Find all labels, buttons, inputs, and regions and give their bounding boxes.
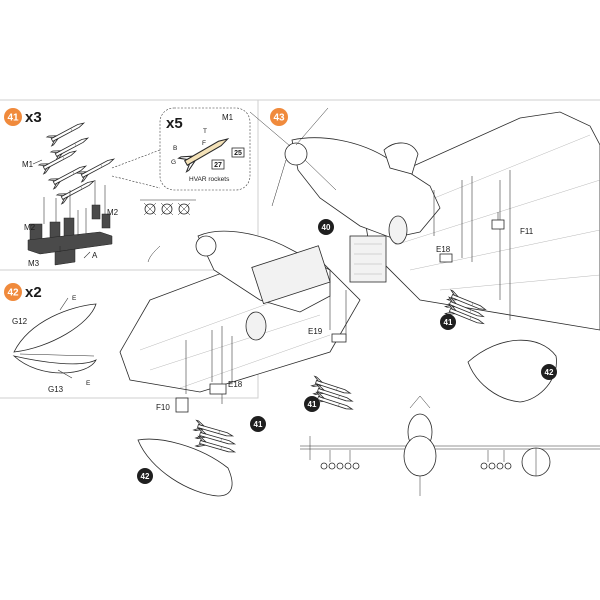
rocket-stack [38,118,117,205]
step42-badge [4,283,22,301]
label-m2-left: M2 [24,223,36,232]
ref-number-41-right: 41 [444,318,453,327]
ref-number-41-lower: 41 [254,420,263,429]
detail-caption: HVAR rockets [189,176,230,183]
pylon-f10 [175,397,189,413]
step43-number: 43 [273,113,285,124]
step42-panel: 42 x2 G12 G13 E E [4,283,97,394]
drop-tank-icon [12,303,97,374]
rocket-rail-icon [27,204,113,266]
detail-callout-link [111,149,161,189]
label-e-bottom: E [86,380,91,387]
label-e19: E19 [308,327,323,336]
label-m2-right: M2 [107,208,119,217]
loose-line [147,245,161,263]
step41-number: 41 [7,113,19,124]
ref-badge-42-right [541,364,557,380]
rocket-front-view [140,199,196,216]
lower-rocket-group [175,383,237,458]
part-box-27 [211,159,225,170]
step41-multiplier: x3 [25,109,42,126]
pylon-f11 [491,219,505,230]
step41-badge [4,108,22,126]
p51-mustang-icon [119,107,600,404]
detail-label-f: F [202,140,206,147]
ref-badge-40 [318,219,334,235]
label-g12: G12 [12,317,28,326]
label-a: A [92,251,98,260]
step43-badge [270,108,288,126]
hvar-rocket-icon [56,176,97,205]
detail-label-g: G [171,159,176,166]
ref-badge-41-left [304,396,320,412]
left-rocket-group [311,333,355,415]
ref-badge-41-lower [250,416,266,432]
ref-number-40: 40 [322,223,331,232]
detail-label-b: B [173,145,177,152]
step42-number: 42 [7,288,19,299]
label-g13: G13 [48,385,64,394]
front-rockets-right [480,450,512,470]
label-e-top: E [72,295,77,302]
ref-number-42-right: 42 [545,368,554,377]
label-f10: F10 [156,403,170,412]
pylon-e18-lower [209,383,227,395]
part-number-27: 27 [214,162,222,169]
label-m3: M3 [28,259,40,268]
drop-tank-icon [137,339,557,497]
pylon-e18-upper [439,253,453,263]
pylon-e19 [331,333,347,343]
label-m1: M1 [22,160,34,169]
detail-multiplier: x5 [166,115,183,132]
detail-label-t: T [203,128,207,135]
aircraft-front-view [300,395,600,496]
front-rockets-left [320,450,360,470]
ref-number-42-lower: 42 [141,472,150,481]
step43-panel: 43 [119,107,600,497]
label-e18-lower: E18 [228,380,243,389]
detail-callout-box [159,107,251,191]
ref-badge-41-right [440,314,456,330]
part-number-25: 25 [234,150,242,157]
label-f11: F11 [520,227,534,236]
detail-label-m1: M1 [222,113,234,122]
step42-multiplier: x2 [25,284,42,301]
ref-badge-42-lower [137,468,153,484]
part-box-25 [231,147,245,158]
step41-panel: 41 x3 M1 [4,107,251,268]
ref-number-41-left: 41 [308,400,317,409]
hvar-rocket-icon [177,138,230,173]
label-e18-upper: E18 [436,245,451,254]
right-rocket-group [439,219,505,329]
